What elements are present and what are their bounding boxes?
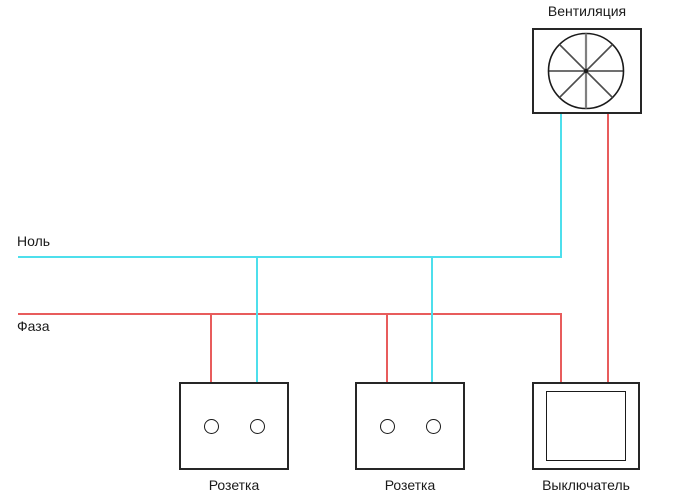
socket-left-label: Розетка [208, 477, 260, 493]
socket-hole-icon [425, 418, 441, 434]
socket-right-box [355, 382, 465, 470]
socket-hole-icon [379, 418, 395, 434]
socket-hole-icon [203, 418, 219, 434]
ventilation-label: Вентиляция [547, 3, 627, 19]
socket-hole-icon [249, 418, 265, 434]
fan-icon [547, 32, 625, 110]
socket-right-neutral-wire [431, 256, 433, 382]
socket-left-phase-wire [210, 313, 212, 382]
socket-left-box [179, 382, 289, 470]
socket-right-phase-wire [386, 313, 388, 382]
ventilation-neutral-wire [560, 114, 562, 258]
ventilation-box [532, 28, 642, 114]
ventilation-phase-wire [607, 114, 609, 382]
neutral-bus-label: Ноль [17, 233, 51, 249]
switch-label: Выключатель [542, 477, 630, 493]
phase-bus-wire [18, 313, 562, 315]
fan-hub [583, 68, 589, 74]
socket-left-neutral-wire [256, 256, 258, 382]
switch-box [532, 382, 640, 470]
socket-right-label: Розетка [384, 477, 436, 493]
switch-phase-wire [560, 313, 562, 382]
phase-bus-label: Фаза [17, 318, 50, 334]
switch-key-icon [546, 391, 626, 461]
neutral-bus-wire [18, 256, 562, 258]
